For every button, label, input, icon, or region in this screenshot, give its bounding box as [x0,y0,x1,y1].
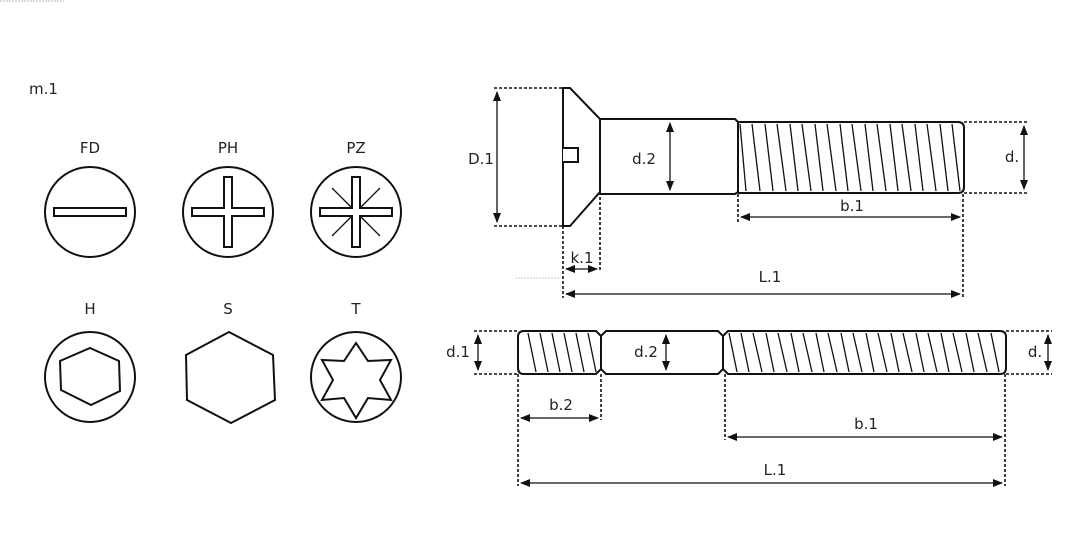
dim-label-d1-stud: d.1 [446,343,470,361]
hex-socket-drive-icon [44,331,136,423]
slotted-drive-icon [44,166,136,258]
dim-label-b1-screw: b.1 [840,197,864,215]
thread-lines-short [527,332,597,373]
drive-label-fd: FD [79,139,101,157]
thread-lines-long [728,332,1000,373]
drive-label-pz: PZ [346,139,366,157]
dim-label-L1-stud: L.1 [763,461,787,479]
drive-label-s: S [223,300,233,318]
dim-label-D1: D.1 [468,150,494,168]
phillips-drive-icon [182,166,274,258]
drive-label-h: H [84,300,96,318]
dim-label-d2-screw: d.2 [632,150,656,168]
dim-label-k1: k.1 [570,249,594,267]
drive-label-t: T [351,300,361,318]
dim-label-d2-stud: d.2 [634,343,658,361]
countersunk-screw-drawing [493,87,1028,298]
dim-label-b1-stud: b.1 [854,415,878,433]
torx-drive-icon [310,331,402,423]
pozidriv-drive-icon [310,166,402,258]
dim-label-d-stud: d. [1027,343,1043,361]
dim-label-d-screw: d. [1004,148,1020,166]
diagram-title: m.1 [29,80,58,98]
hex-head-drive-icon [184,330,277,425]
dim-label-L1-screw: L.1 [758,268,782,286]
dim-label-b2-stud: b.2 [549,396,573,414]
drive-label-ph: PH [217,139,239,157]
stud-bolt-drawing [474,330,1052,487]
thread-lines [739,123,961,192]
